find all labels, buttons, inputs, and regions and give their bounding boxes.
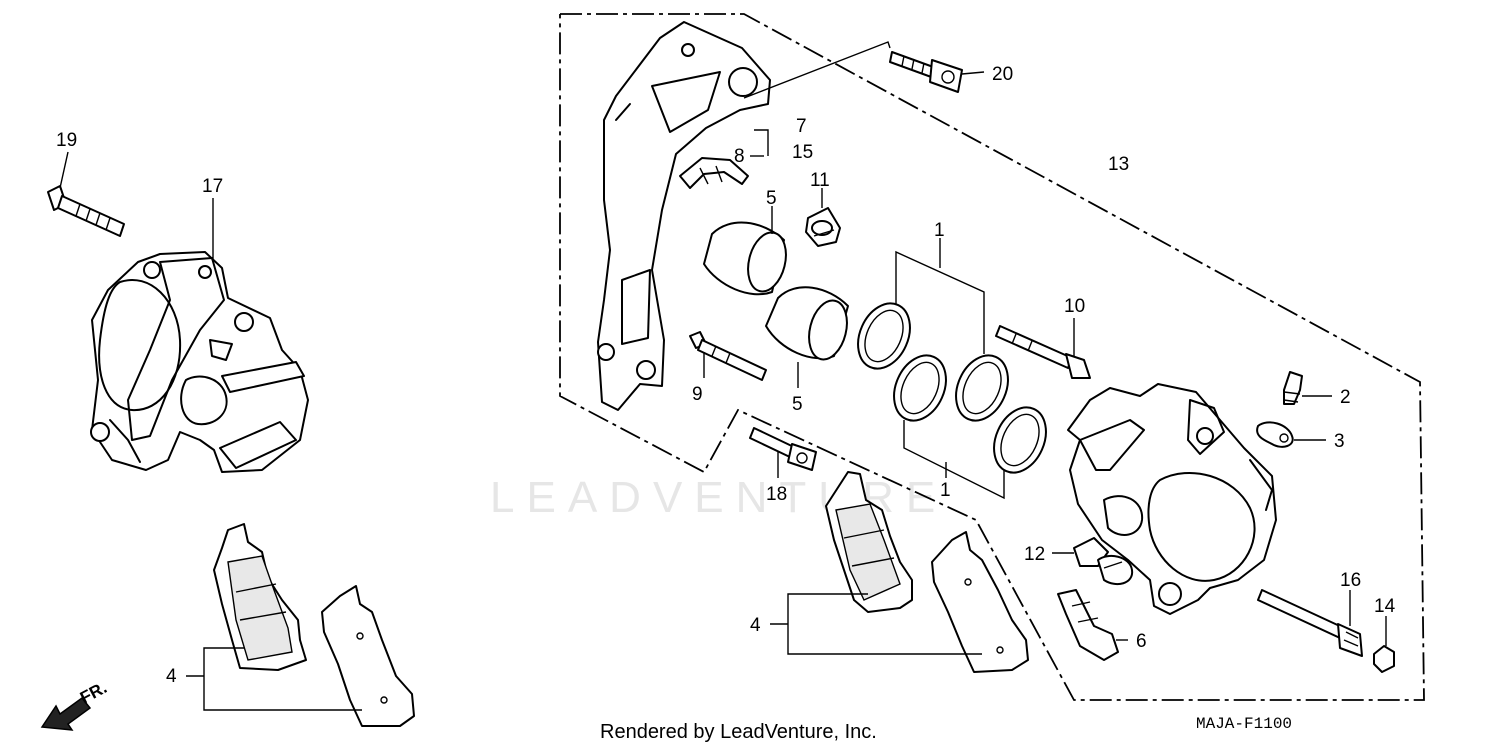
callout-6[interactable]: 6 xyxy=(1136,631,1147,652)
plug-11[interactable] xyxy=(805,207,841,247)
callout-9[interactable]: 9 xyxy=(692,384,703,405)
callout-4-right[interactable]: 4 xyxy=(750,615,761,636)
bolt-20[interactable] xyxy=(889,51,963,93)
callout-1-upper[interactable]: 1 xyxy=(934,220,945,241)
callout-16[interactable]: 16 xyxy=(1340,570,1361,591)
clip-8[interactable] xyxy=(679,157,749,189)
caliper-assembly-17[interactable] xyxy=(90,251,309,473)
bolt-19[interactable] xyxy=(47,185,125,237)
callout-2[interactable]: 2 xyxy=(1340,387,1351,408)
seal-ring-1c[interactable] xyxy=(946,347,1018,429)
bleeder-2[interactable] xyxy=(1283,371,1303,405)
brake-pad-left-front[interactable] xyxy=(213,523,307,671)
callout-18[interactable]: 18 xyxy=(766,484,787,505)
callout-3[interactable]: 3 xyxy=(1334,431,1345,452)
callout-4-left[interactable]: 4 xyxy=(166,666,177,687)
diagram-code: MAJA-F1100 xyxy=(1196,715,1292,733)
seal-ring-1b[interactable] xyxy=(884,347,956,429)
brake-pad-right-front[interactable] xyxy=(825,471,913,613)
piston-5-upper[interactable] xyxy=(703,221,792,296)
callout-20[interactable]: 20 xyxy=(992,64,1013,85)
bracket-7[interactable] xyxy=(597,21,771,411)
clip-6[interactable] xyxy=(1057,589,1119,661)
callout-19[interactable]: 19 xyxy=(56,130,77,151)
cap-3[interactable] xyxy=(1256,421,1294,448)
seal-ring-1d[interactable] xyxy=(984,399,1056,481)
pin-9[interactable] xyxy=(689,331,767,381)
brake-pad-left-back[interactable] xyxy=(321,585,415,727)
callout-7[interactable]: 7 xyxy=(796,116,807,137)
seal-ring-1a[interactable] xyxy=(848,295,920,377)
bolt-18[interactable] xyxy=(749,427,817,471)
callout-15[interactable]: 15 xyxy=(792,142,813,163)
callout-17[interactable]: 17 xyxy=(202,176,223,197)
callout-11[interactable]: 11 xyxy=(810,170,830,191)
callout-1-lower[interactable]: 1 xyxy=(940,480,951,501)
pin-10[interactable] xyxy=(995,325,1091,379)
callout-12[interactable]: 12 xyxy=(1024,544,1045,565)
callout-5-upper[interactable]: 5 xyxy=(766,188,777,209)
pin-16[interactable] xyxy=(1257,589,1363,657)
callout-14[interactable]: 14 xyxy=(1374,596,1396,617)
cap-14[interactable] xyxy=(1373,645,1395,673)
callout-8[interactable]: 8 xyxy=(734,146,745,167)
bolt-12[interactable] xyxy=(1073,537,1134,586)
callout-5-lower[interactable]: 5 xyxy=(792,394,803,415)
front-direction-arrow xyxy=(40,696,92,731)
caliper-body-right[interactable] xyxy=(1067,383,1277,615)
footer-credit: Rendered by LeadVenture, Inc. xyxy=(600,721,877,743)
callout-13[interactable]: 13 xyxy=(1108,154,1129,175)
assembly-outline-13 xyxy=(559,13,1425,701)
brake-pad-right-back[interactable] xyxy=(931,531,1029,673)
piston-5-lower[interactable] xyxy=(765,286,853,363)
callout-10[interactable]: 10 xyxy=(1064,296,1085,317)
